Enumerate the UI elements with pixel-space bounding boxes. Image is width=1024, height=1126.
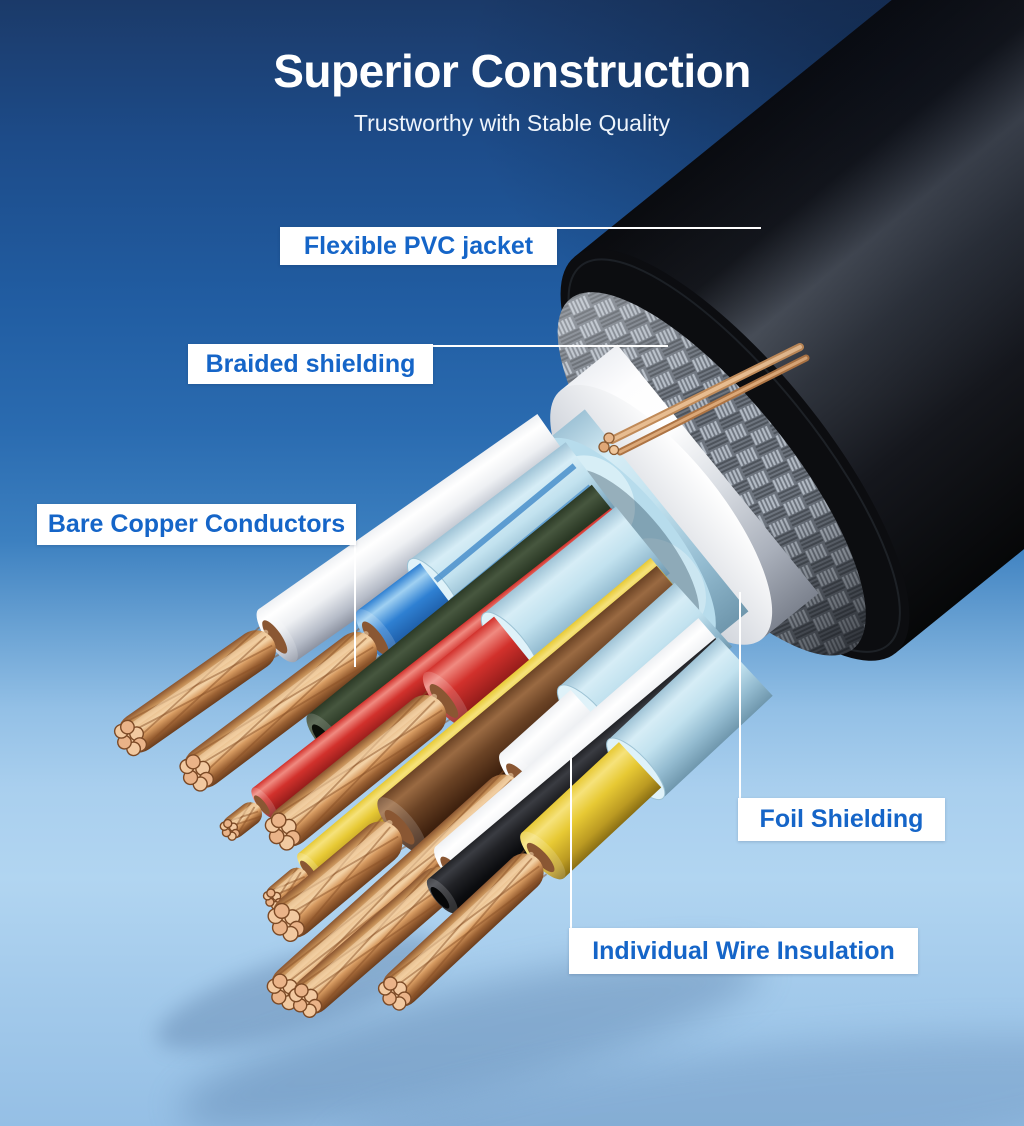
wire-red [264,506,670,851]
callout-pvc-jacket: Flexible PVC jacket [280,227,557,265]
wire-yellow [377,637,773,1011]
page-subtitle: Trustworthy with Stable Quality [353,110,671,136]
leader-line-wire-insulation [570,752,572,928]
wire-white [113,414,575,757]
page-title: Superior Construction [273,45,751,97]
leader-line-bare-copper [354,544,356,667]
leader-line-foil-shielding [739,592,741,798]
drain-wire [598,343,810,456]
callout-bare-copper-conductors: Bare Copper Conductors [37,504,356,545]
leader-line-pvc-jacket [556,227,761,229]
callout-individual-wire-insulation: Individual Wire Insulation [569,928,918,974]
leader-line-braided-shielding [432,345,668,347]
pvc-jacket [574,0,1024,654]
callout-foil-shielding: Foil Shielding [738,798,945,841]
wire-blue [179,442,617,792]
wire-bundle [113,414,773,1018]
callout-braided-shielding: Braided shielding [188,344,433,384]
